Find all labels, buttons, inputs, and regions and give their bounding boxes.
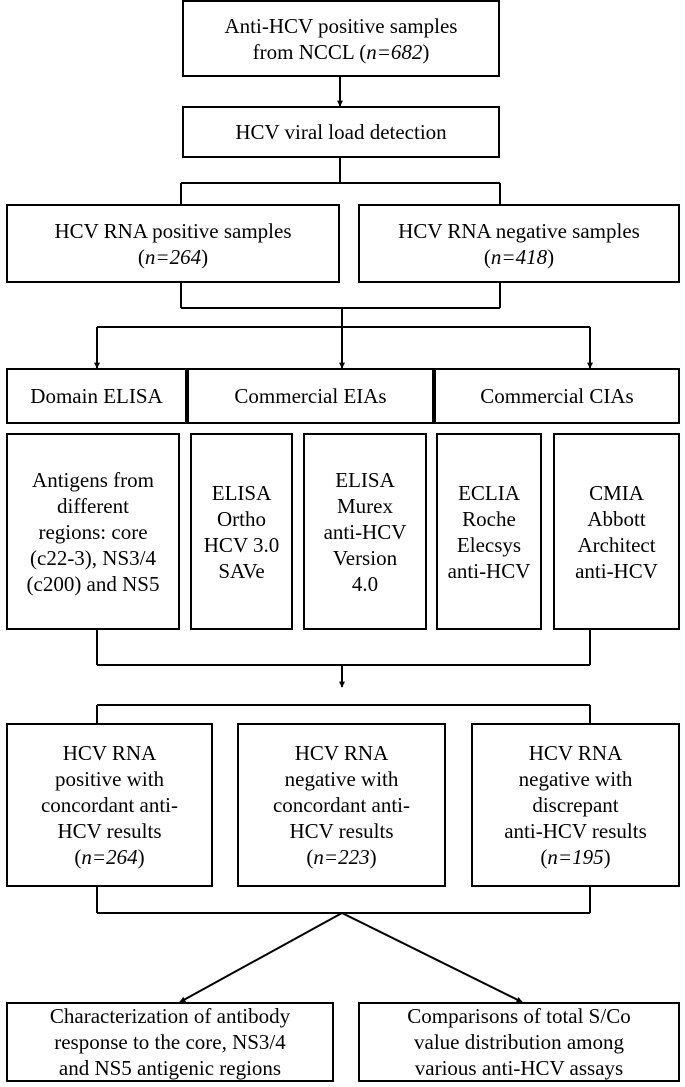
viral-load-detection-box: HCV viral load detection [182,106,500,158]
connector-to-characterization [179,912,343,1003]
detection-label: HCV viral load detection [235,120,447,144]
source-line-2: from NCCL (n=682) [252,39,430,64]
source-samples-box: Anti-HCV positive samples from NCCL (n=6… [182,0,500,77]
ortho-line-4: SAVe [218,558,265,583]
eclia-roche-box: ECLIA Roche Elecsys anti-HCV [436,433,542,630]
murex-line-2: Murex [337,493,393,518]
rna-negative-count: (n=418) [483,244,555,269]
result-neg-conc-line-4: HCV results [289,819,394,843]
abbott-line-3: Architect [577,532,656,557]
abbott-line-4: anti-HCV [575,558,658,583]
result-neg-disc-line-3: discrepant [532,793,619,817]
roche-line-2: Roche [462,506,516,531]
result-neg-conc-count: (n=223) [306,845,377,869]
murex-line-5: 4.0 [351,571,379,596]
rna-positive-line-1: HCV RNA positive samples [54,218,292,243]
domain-antigens-box: Antigens from different regions: core (c… [6,433,180,630]
murex-line-1: ELISA [335,467,395,492]
result-neg-conc-line-1: HCV RNA [294,741,389,765]
result-negative-discrepant-box: HCV RNA negative with discrepant anti-HC… [471,723,680,887]
result-pos-line-2: positive with [54,767,165,791]
characterization-box: Characterization of antibody response to… [6,1002,334,1082]
connector-to-comparisons [341,912,523,1003]
ortho-line-2: Ortho [217,506,266,531]
result-neg-conc-line-2: negative with [284,767,399,791]
rna-negative-line-1: HCV RNA negative samples [398,218,640,243]
result-pos-count: (n=264) [74,845,145,869]
source-line-1: Anti-HCV positive samples [224,13,458,38]
roche-line-3: Elecsys [456,532,522,557]
murex-line-3: anti-HCV [323,519,407,544]
commercial-eias-header: Commercial EIAs [187,368,434,424]
result-neg-conc-line-3: concordant anti- [272,793,411,817]
domain-elisa-header: Domain ELISA [6,368,187,424]
result-pos-line-3: concordant anti- [40,793,179,817]
roche-line-1: ECLIA [458,480,520,505]
antigens-line-4: (c22-3), NS3/4 [30,545,156,570]
result-neg-disc-count: (n=195) [540,845,611,869]
murex-line-4: Version [332,545,398,570]
commercial-cias-header: Commercial CIAs [434,368,680,424]
abbott-line-1: CMIA [589,480,644,505]
characterization-line-1: Characterization of antibody [49,1004,291,1028]
rna-positive-count: (n=264) [137,244,209,269]
antigens-line-5: (c200) and NS5 [26,571,160,596]
commercial-eias-label: Commercial EIAs [234,384,387,408]
comparisons-line-3: various anti-HCV assays [414,1056,624,1080]
characterization-line-2: response to the core, NS3/4 [54,1030,286,1054]
characterization-line-3: and NS5 antigenic regions [58,1056,282,1080]
comparisons-box: Comparisons of total S/Co value distribu… [358,1002,680,1082]
result-neg-disc-line-4: anti-HCV results [504,819,647,843]
antigens-line-2: different [57,493,129,518]
result-neg-disc-line-2: negative with [518,767,633,791]
commercial-cias-label: Commercial CIAs [480,384,634,408]
antigens-line-3: regions: core [38,519,148,544]
result-neg-disc-line-1: HCV RNA [528,741,623,765]
antigens-line-1: Antigens from [32,467,154,492]
ortho-line-3: HCV 3.0 [203,532,280,557]
abbott-line-2: Abbott [587,506,646,531]
result-negative-concordant-box: HCV RNA negative with concordant anti- H… [237,723,446,887]
roche-line-4: anti-HCV [447,558,531,583]
result-pos-line-1: HCV RNA [62,741,157,765]
rna-positive-box: HCV RNA positive samples (n=264) [6,204,340,283]
elisa-ortho-box: ELISA Ortho HCV 3.0 SAVe [190,433,293,630]
elisa-murex-box: ELISA Murex anti-HCV Version 4.0 [303,433,427,630]
result-pos-line-4: HCV results [57,819,162,843]
result-positive-concordant-box: HCV RNA positive with concordant anti- H… [6,723,213,887]
ortho-line-1: ELISA [211,480,272,505]
comparisons-line-1: Comparisons of total S/Co [407,1004,631,1028]
domain-elisa-label: Domain ELISA [30,384,163,408]
cmia-abbott-box: CMIA Abbott Architect anti-HCV [553,433,680,630]
rna-negative-box: HCV RNA negative samples (n=418) [358,204,680,283]
comparisons-line-2: value distribution among [414,1030,624,1054]
